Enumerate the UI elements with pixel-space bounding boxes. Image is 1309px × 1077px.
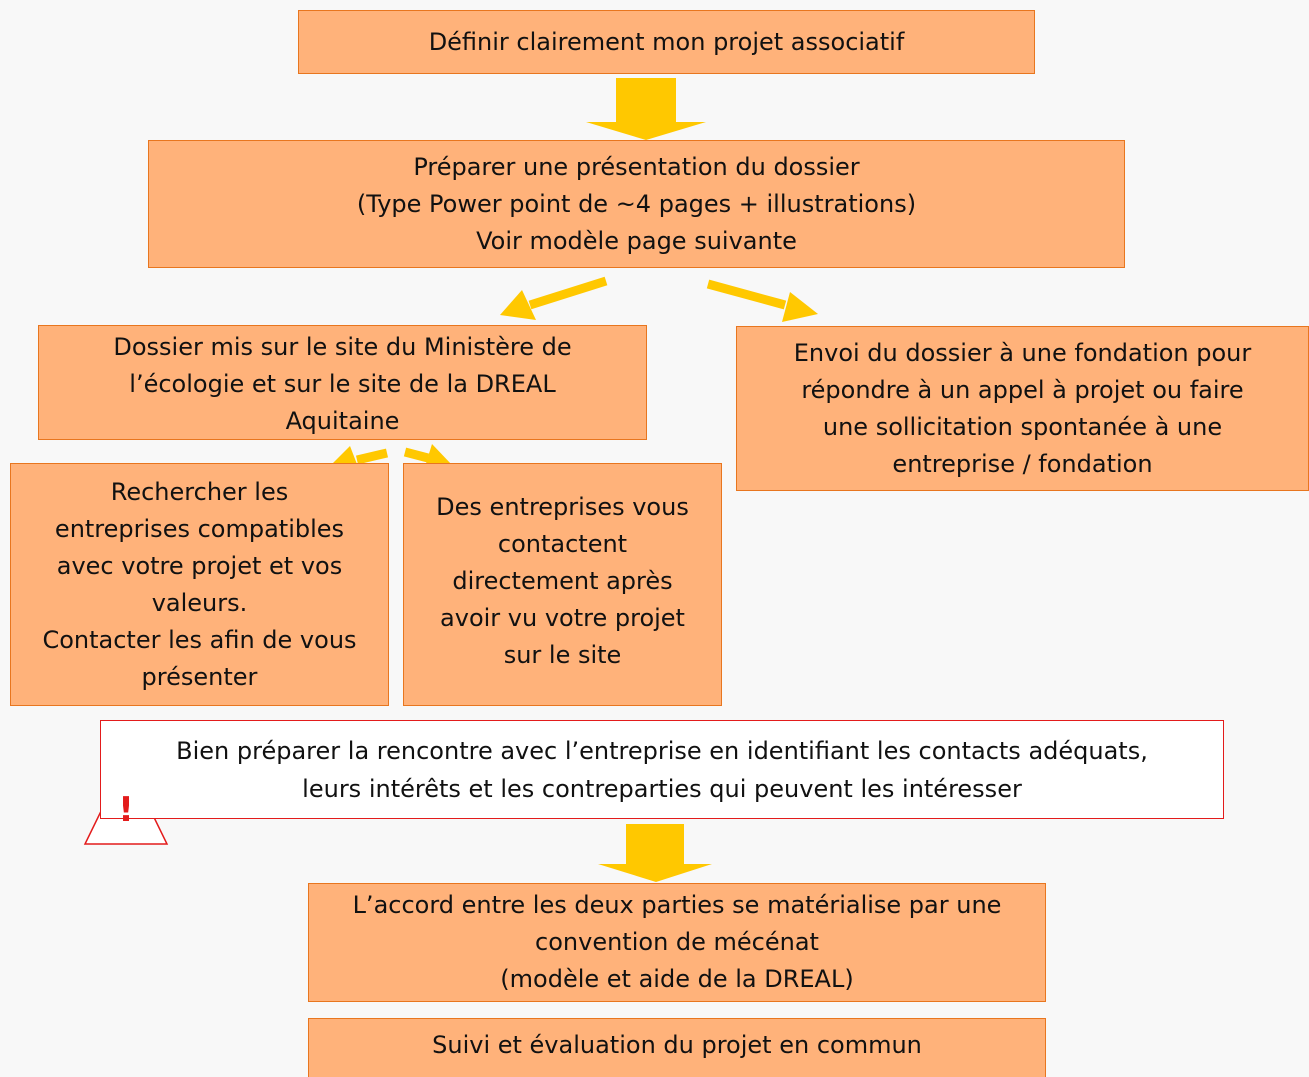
warning-line-2: leurs intérêts et les contreparties qui …	[302, 774, 1022, 803]
branch-foundation-line-3: une sollicitation spontanée à une	[822, 412, 1223, 441]
agreement-line-1: L’accord entre les deux parties se matér…	[352, 891, 1002, 919]
step-define-project-line-1: Définir clairement mon projet associatif	[428, 27, 905, 56]
warning-box: Bien préparer la rencontre avec l’entrep…	[100, 720, 1224, 819]
step-prepare-presentation-line-3: Voir modèle page suivante	[476, 226, 797, 255]
agreement-line-3: (modèle et aide de la DREAL)	[500, 965, 854, 993]
step-prepare-presentation: Préparer une présentation du dossier (Ty…	[148, 140, 1125, 268]
sub-search-companies-line-3: avec votre projet et vos	[56, 551, 343, 580]
branch-ministry-site: Dossier mis sur le site du Ministère de …	[38, 325, 647, 440]
branch-foundation-line-1: Envoi du dossier à une fondation pour	[793, 338, 1252, 367]
branch-foundation: Envoi du dossier à une fondation pour ré…	[736, 326, 1309, 491]
branch-ministry-site-line-3: Aquitaine	[285, 407, 400, 435]
sub-companies-contact: Des entreprises vous contactent directem…	[403, 463, 722, 706]
sub-search-companies: Rechercher les entreprises compatibles a…	[10, 463, 389, 706]
branch-foundation-line-2: répondre à un appel à projet ou faire	[801, 375, 1244, 404]
sub-search-companies-line-1: Rechercher les	[110, 477, 289, 506]
sub-search-companies-line-2: entreprises compatibles	[54, 514, 345, 543]
sub-search-companies-line-5: Contacter les afin de vous	[42, 625, 357, 654]
branch-ministry-site-line-2: l’écologie et sur le site de la DREAL	[129, 370, 556, 398]
warning-line-1: Bien préparer la rencontre avec l’entrep…	[176, 736, 1148, 765]
sub-search-companies-line-4: valeurs.	[151, 588, 248, 617]
step-prepare-presentation-line-2: (Type Power point de ~4 pages + illustra…	[356, 189, 917, 218]
down-arrow-1	[586, 78, 706, 140]
sub-search-companies-line-6: présenter	[141, 662, 258, 691]
sub-companies-contact-line-4: avoir vu votre projet	[440, 604, 685, 632]
branch-foundation-line-4: entreprise / fondation	[892, 449, 1153, 478]
sub-companies-contact-line-3: directement après	[452, 567, 673, 595]
branch-ministry-site-line-1: Dossier mis sur le site du Ministère de	[113, 333, 572, 361]
sub-companies-contact-line-1: Des entreprises vous	[436, 493, 689, 521]
down-arrow-2	[598, 824, 712, 882]
diagonal-arrow-left	[500, 276, 608, 320]
sub-companies-contact-line-2: contactent	[497, 530, 628, 558]
sub-companies-contact-line-5: sur le site	[503, 641, 622, 669]
agreement-convention: L’accord entre les deux parties se matér…	[308, 883, 1046, 1002]
step-prepare-presentation-line-1: Préparer une présentation du dossier	[413, 152, 860, 181]
agreement-line-2: convention de mécénat	[535, 928, 819, 956]
diagonal-arrow-right	[706, 279, 818, 322]
step-define-project: Définir clairement mon projet associatif	[298, 10, 1035, 74]
warning-exclamation: !	[118, 790, 134, 830]
followup-evaluation: Suivi et évaluation du projet en commun	[308, 1018, 1046, 1077]
followup-line-1: Suivi et évaluation du projet en commun	[432, 1031, 922, 1059]
